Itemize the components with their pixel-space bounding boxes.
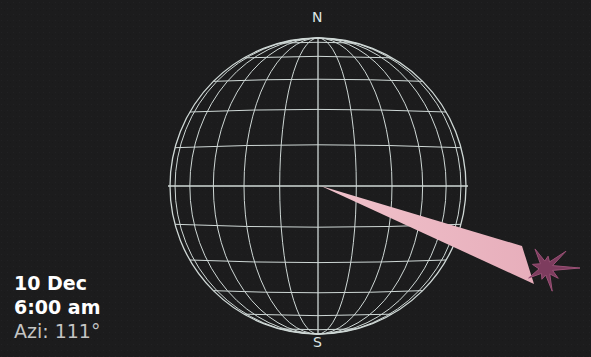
- parallel: [213, 79, 422, 81]
- time-text: 6:00 am: [14, 296, 101, 318]
- sun-beam: [321, 186, 534, 284]
- azimuth-text: Azi: 111°: [14, 320, 100, 342]
- parallel: [280, 42, 357, 44]
- parallel: [190, 109, 446, 112]
- parallel: [213, 291, 422, 293]
- parallel: [244, 56, 392, 58]
- parallel: [190, 260, 446, 263]
- equator-line: [168, 185, 468, 186]
- parallel: [175, 145, 461, 148]
- date-text: 10 Dec: [14, 272, 87, 294]
- compass-south: S: [313, 334, 322, 350]
- parallel: [280, 328, 357, 330]
- sun-marker: [529, 249, 580, 291]
- sun-star: [529, 249, 580, 291]
- globe-grid: [168, 38, 468, 334]
- compass-north: N: [312, 9, 322, 25]
- parallel: [244, 314, 392, 316]
